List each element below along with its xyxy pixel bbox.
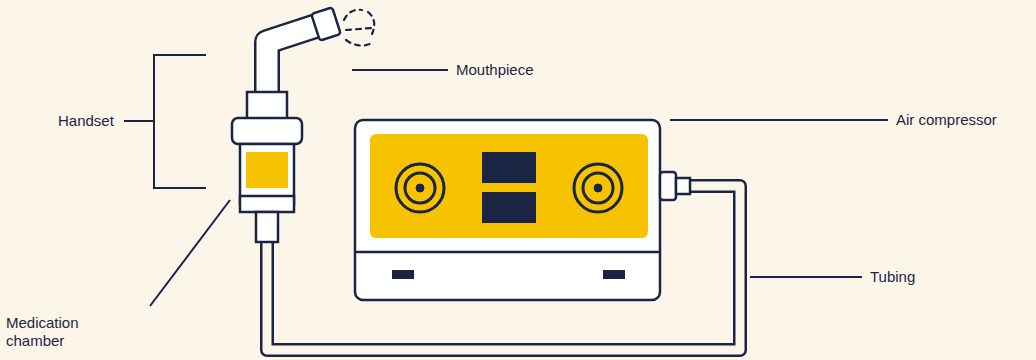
part-label: Tubing [870,268,915,286]
handset-bracket [124,55,206,188]
part-label: Handset [58,112,114,130]
medication-chamber [246,152,288,188]
mouthpiece-inner [267,24,322,100]
part-label: Air compressor [896,111,997,129]
handset-base [240,196,294,212]
compressor-vent [392,270,414,279]
leader-line [150,200,230,306]
leader-line [670,119,888,121]
dial-ring [405,173,435,203]
dial-ring [396,164,444,212]
compressor-dial [574,164,622,212]
spray-line [346,28,372,30]
compressor-display [482,152,536,183]
compressor-display [482,192,536,223]
air-outlet [660,172,676,200]
mouthpiece-tip [311,7,341,40]
mouthpiece-outline [267,24,322,100]
air-outlet-nozzle [676,178,690,194]
compressor-dial [396,164,444,212]
part-label: Medication chamber [6,314,98,350]
part-label: Mouthpiece [456,61,534,79]
handset-nozzle [256,212,278,242]
spray-line [346,40,374,46]
handset-collar [232,118,302,144]
spray-line [344,10,362,20]
dial-ring [583,173,613,203]
compressor-seam [355,251,660,254]
leader-line [750,276,862,278]
dial-center [416,184,424,192]
spray [344,10,374,46]
compressor-vent [603,270,625,279]
compressor-panel [370,134,648,238]
compressor-housing [355,120,660,300]
handset-neck [247,92,287,120]
dial-center [594,184,602,192]
leader-lines [150,70,888,306]
dial-ring [574,164,622,212]
leader-line [352,69,448,71]
spray-line [368,12,374,34]
